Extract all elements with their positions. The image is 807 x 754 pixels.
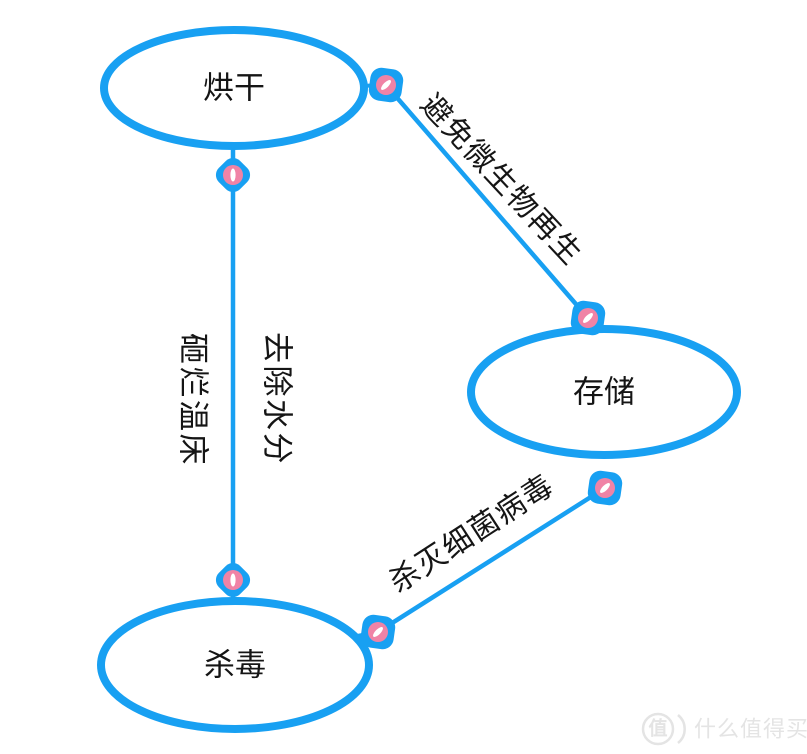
node-label-storage: 存储: [573, 375, 635, 410]
edge-line-sterilize-storage: [375, 485, 608, 635]
node-ellipse-drying: [100, 26, 368, 150]
node-ellipse-sterilize: [97, 597, 373, 733]
bead-highlight-icon: [600, 483, 610, 493]
connector-bead: [360, 614, 396, 650]
edge-line-drying-storage: [383, 82, 591, 321]
node-storage: 存储: [467, 325, 741, 459]
watermark: 值 什么值得买: [641, 712, 807, 746]
watermark-text: 什么值得买: [694, 717, 807, 742]
connector-bead: [570, 300, 606, 336]
bead-highlight-icon: [230, 573, 236, 587]
bead-highlight-icon: [381, 80, 391, 90]
connector-bead: [368, 67, 404, 103]
watermark-logo-circle: [641, 712, 675, 746]
connector-bead: [587, 470, 623, 506]
node-sterilize: 杀毒: [97, 597, 373, 733]
connector-bead: [215, 157, 251, 193]
watermark-logo: 值: [648, 717, 667, 740]
edge-label-smash-hotbed: 砸烂温床: [176, 333, 211, 467]
bead-highlight-icon: [583, 313, 593, 323]
node-ellipse-storage: [467, 325, 741, 459]
connector-bead: [215, 562, 251, 598]
node-drying: 烘干: [100, 26, 368, 150]
bead-highlight-icon: [373, 627, 383, 637]
edge-label-avoid-microbe-regrowth: 避免微生物再生: [414, 88, 589, 272]
node-label-drying: 烘干: [203, 71, 265, 106]
edge-label-remove-moisture: 去除水分: [260, 332, 295, 466]
node-label-sterilize: 杀毒: [204, 648, 266, 683]
watermark-logo-arc: [677, 714, 686, 744]
bead-highlight-icon: [230, 168, 236, 182]
